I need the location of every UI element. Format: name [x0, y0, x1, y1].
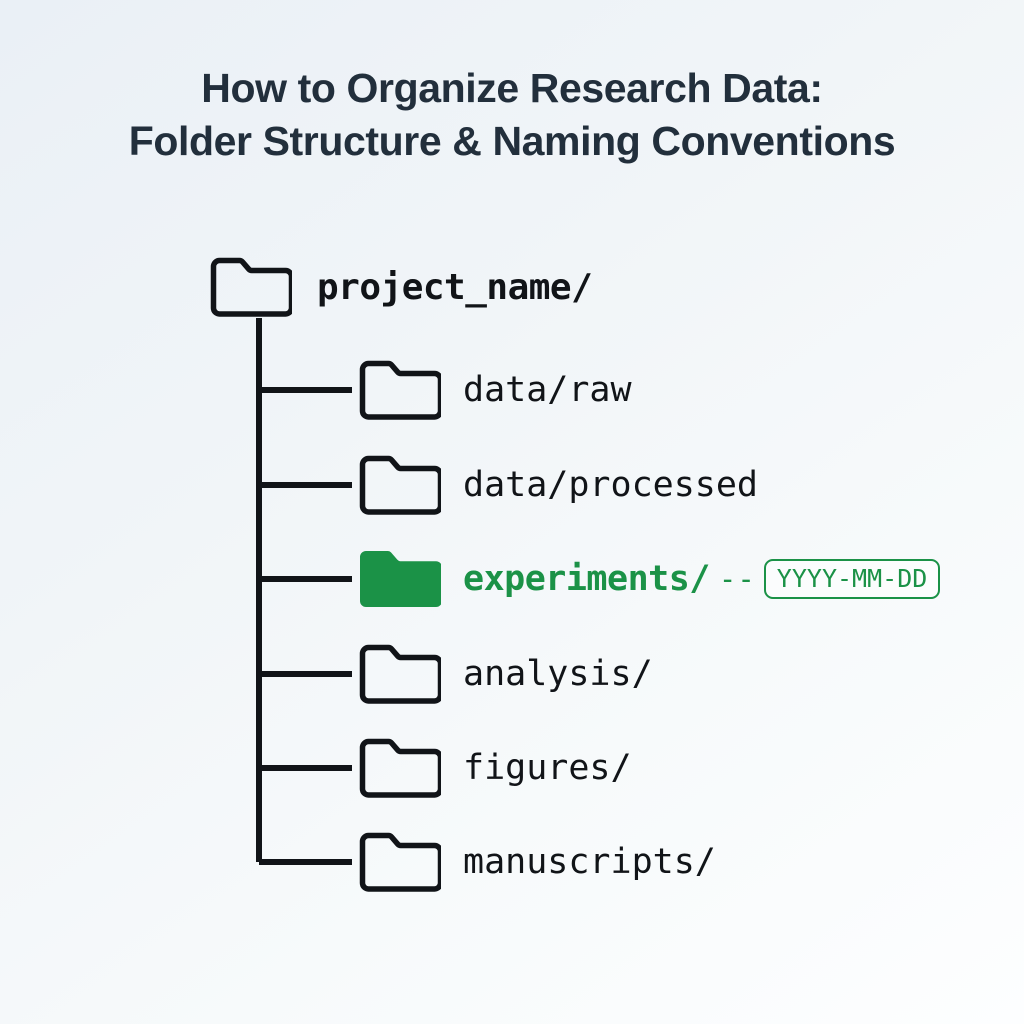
naming-pattern-annotation: -- YYYY-MM-DD	[718, 559, 941, 599]
tree-node-root-label: project_name/	[317, 266, 593, 308]
tree-node-experiments[interactable]: experiments/ -- YYYY-MM-DD	[357, 547, 941, 611]
folder-icon	[210, 257, 292, 317]
tree-node-label: manuscripts/	[463, 842, 716, 882]
tree-node-label: data/raw	[463, 370, 632, 410]
tree-node-label: figures/	[463, 748, 632, 788]
tree-node-data-raw[interactable]: data/raw	[357, 358, 632, 422]
tree-node-root[interactable]: project_name/	[208, 255, 593, 319]
tree-node-label: experiments/	[463, 559, 710, 599]
tree-node-figures[interactable]: figures/	[357, 736, 632, 800]
page-title-line-1: How to Organize Research Data:	[201, 65, 823, 111]
folder-icon	[359, 360, 441, 420]
tree-node-data-processed[interactable]: data/processed	[357, 453, 758, 517]
tree-node-label: analysis/	[463, 654, 653, 694]
tree-node-analysis[interactable]: analysis/	[357, 642, 653, 706]
folder-icon-filled	[360, 551, 441, 607]
folder-icon	[359, 738, 441, 798]
folder-icon	[359, 455, 441, 515]
folder-icon	[359, 832, 441, 892]
page-title: How to Organize Research Data: Folder St…	[0, 62, 1024, 168]
folder-icon	[359, 644, 441, 704]
page-title-line-2: Folder Structure & Naming Conventions	[128, 118, 896, 164]
pattern-badge: YYYY-MM-DD	[763, 559, 941, 599]
tree-node-label: data/processed	[463, 465, 759, 505]
tree-node-manuscripts[interactable]: manuscripts/	[357, 830, 716, 894]
pattern-dash: --	[718, 562, 756, 596]
